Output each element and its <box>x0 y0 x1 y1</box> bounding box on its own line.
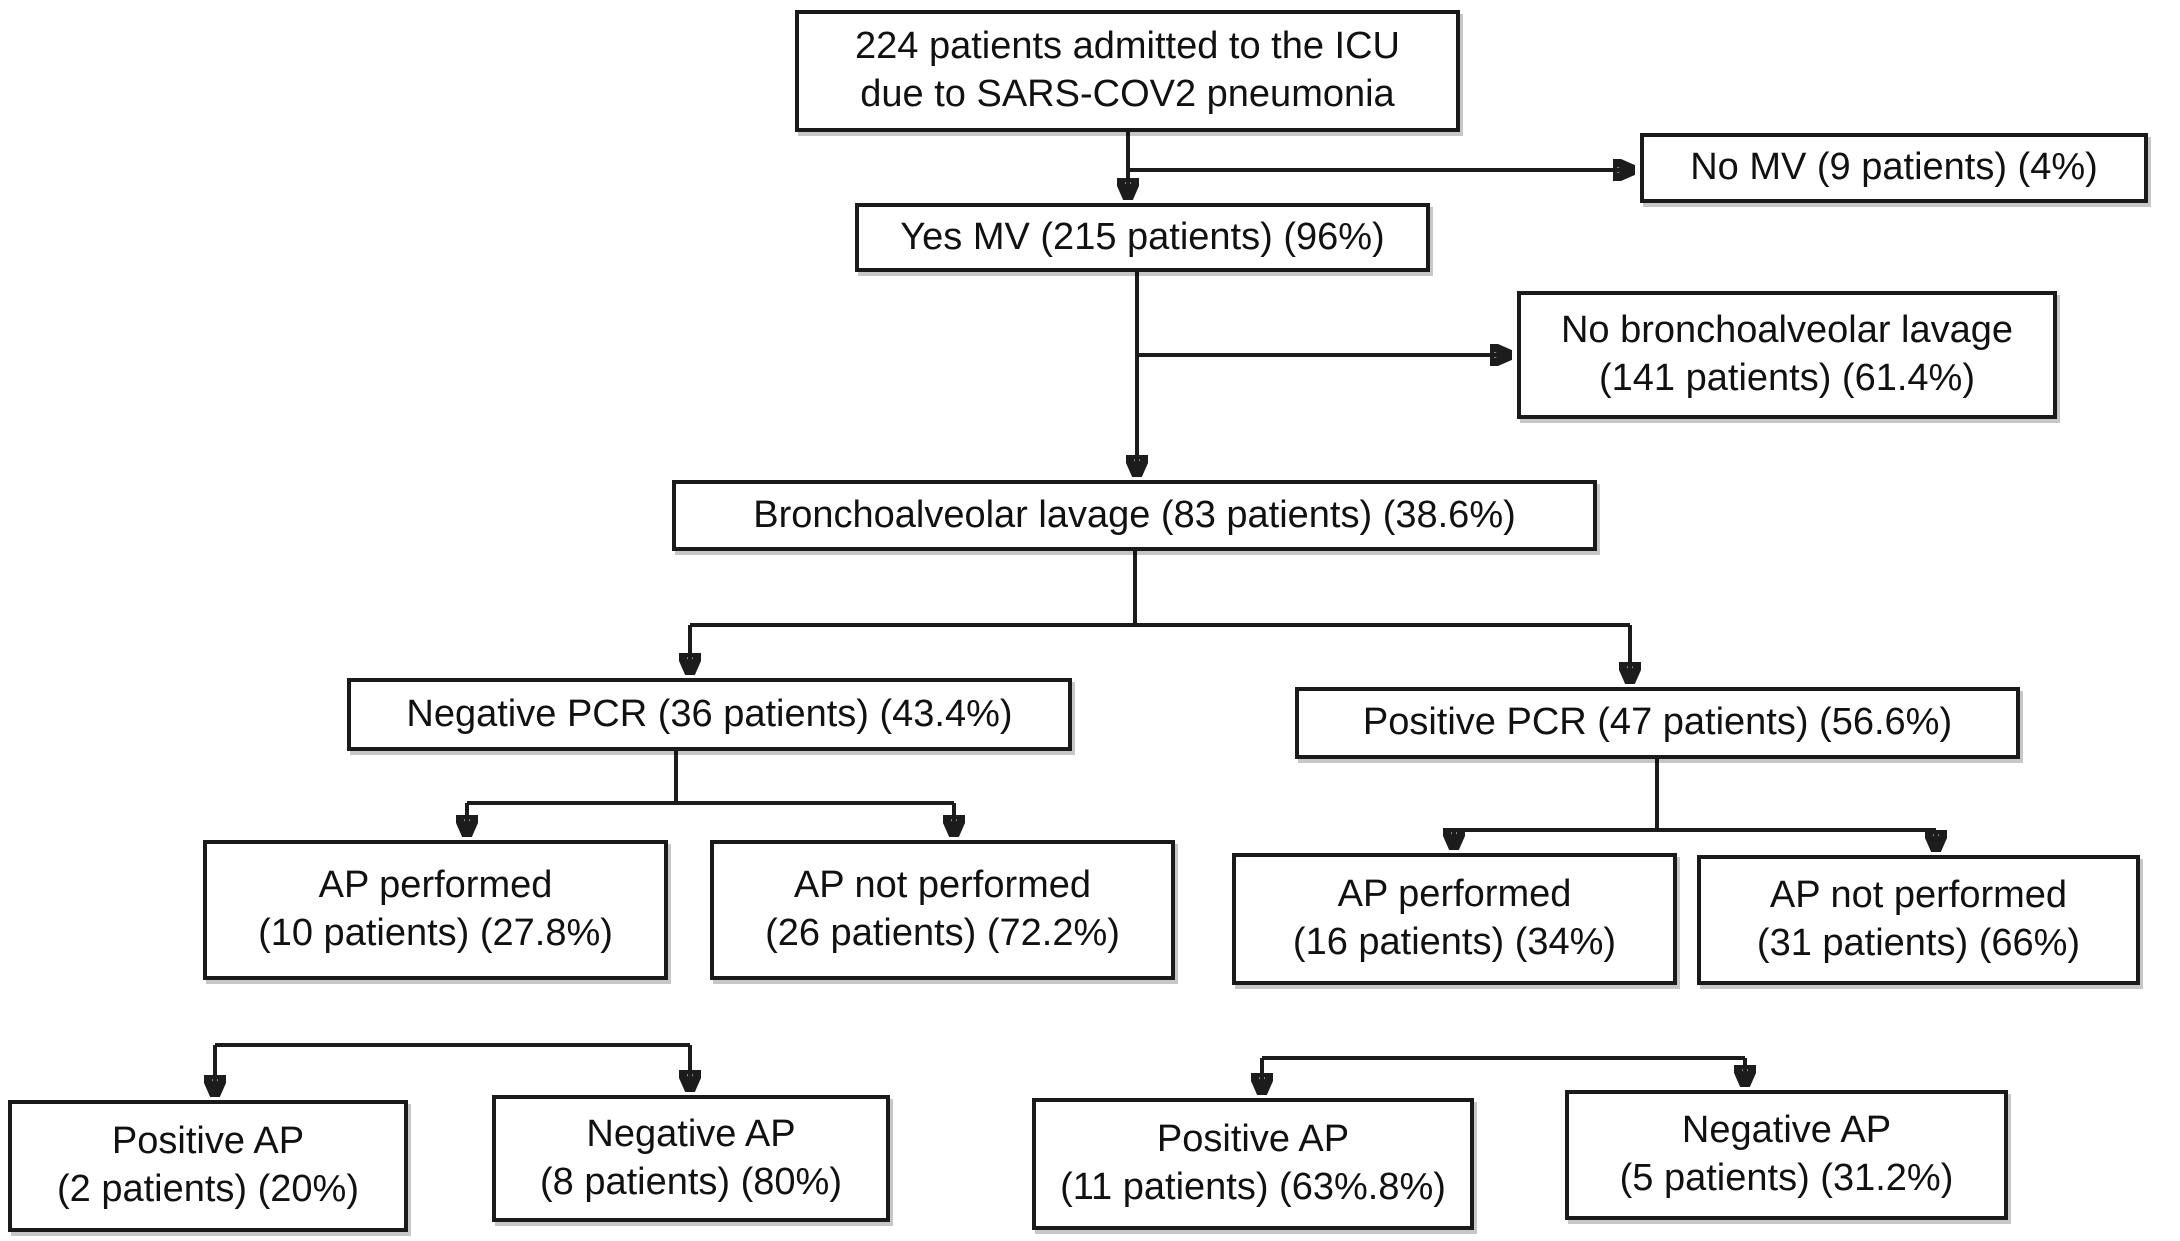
node-negative-ap-neg-text-1: Negative AP <box>586 1112 796 1155</box>
node-ap-not-performed-positive-branch: AP not performed (31 patients) (66%) <box>1697 855 2140 985</box>
node-ap-performed-pos-text-2: (16 patients) (34%) <box>1292 921 1617 963</box>
node-bronchoalveolar-lavage: Bronchoalveolar lavage (83 patients) (38… <box>672 480 1597 551</box>
node-negative-pcr-text: Negative PCR (36 patients) (43.4%) <box>406 692 1013 735</box>
node-ap-not-performed-neg-text-2: (26 patients) (72.2%) <box>765 912 1120 954</box>
node-ap-not-performed-negative-branch: AP not performed (26 patients) (72.2%) <box>710 840 1175 980</box>
node-positive-ap-positive-branch: Positive AP (11 patients) (63%.8%) <box>1032 1098 1474 1230</box>
node-root-text-1: 224 patients admitted to the ICU <box>855 25 1400 68</box>
node-ap-performed-neg-text-2: (10 patients) (27.8%) <box>258 912 613 954</box>
node-no-bronchoalveolar-lavage: No bronchoalveolar lavage (141 patients)… <box>1517 291 2057 419</box>
node-negative-ap-neg-text-2: (8 patients) (80%) <box>539 1160 842 1203</box>
node-root-text-2: due to SARS-COV2 pneumonia <box>860 73 1395 115</box>
node-positive-pcr-text: Positive PCR (47 patients) (56.6%) <box>1362 701 1953 744</box>
edge-pos-pcr-split-stem <box>1454 759 1936 832</box>
node-negative-ap-positive-branch: Negative AP (5 patients) (31.2%) <box>1565 1090 2008 1220</box>
node-positive-ap-pos-text-1: Positive AP <box>1156 1118 1350 1161</box>
node-ap-performed-positive-branch: AP performed (16 patients) (34%) <box>1232 853 1677 985</box>
node-negative-ap-pos-text-2: (5 patients) (31.2%) <box>1619 1157 1954 1199</box>
edge-bal-split-stem <box>690 551 1630 627</box>
node-no-bal-text-2: (141 patients) (61.4%) <box>1599 357 1975 399</box>
node-positive-ap-pos-text-2: (11 patients) (63%.8%) <box>1060 1166 1446 1208</box>
node-negative-ap-negative-branch: Negative AP (8 patients) (80%) <box>492 1095 890 1222</box>
node-yes-mv: Yes MV (215 patients) (96%) <box>855 203 1430 272</box>
node-ap-performed-negative-branch: AP performed (10 patients) (27.8%) <box>203 840 668 980</box>
edge-neg-pcr-split-stem <box>467 751 954 805</box>
node-ap-performed-neg-text-1: AP performed <box>318 864 553 907</box>
node-positive-ap-negative-branch: Positive AP (2 patients) (20%) <box>8 1100 408 1232</box>
node-ap-performed-pos-text-1: AP performed <box>1337 873 1572 916</box>
node-positive-ap-neg-text-1: Positive AP <box>111 1120 305 1163</box>
node-yes-mv-text: Yes MV (215 patients) (96%) <box>900 215 1385 258</box>
node-ap-not-performed-pos-text-1: AP not performed <box>1769 874 2068 917</box>
node-positive-ap-neg-text-2: (2 patients) (20%) <box>56 1168 359 1210</box>
node-positive-pcr: Positive PCR (47 patients) (56.6%) <box>1295 687 2020 759</box>
node-negative-pcr: Negative PCR (36 patients) (43.4%) <box>347 678 1072 751</box>
node-ap-not-performed-pos-text-2: (31 patients) (66%) <box>1756 922 2081 964</box>
node-no-bal-text-1: No bronchoalveolar lavage <box>1560 309 2014 352</box>
node-root: 224 patients admitted to the ICU due to … <box>795 10 1460 132</box>
node-bal-text: Bronchoalveolar lavage (83 patients) (38… <box>753 493 1516 536</box>
node-no-mv: No MV (9 patients) (4%) <box>1640 133 2148 203</box>
node-ap-not-performed-neg-text-1: AP not performed <box>793 864 1092 907</box>
node-no-mv-text: No MV (9 patients) (4%) <box>1690 146 2098 189</box>
node-negative-ap-pos-text-1: Negative AP <box>1681 1109 1892 1152</box>
